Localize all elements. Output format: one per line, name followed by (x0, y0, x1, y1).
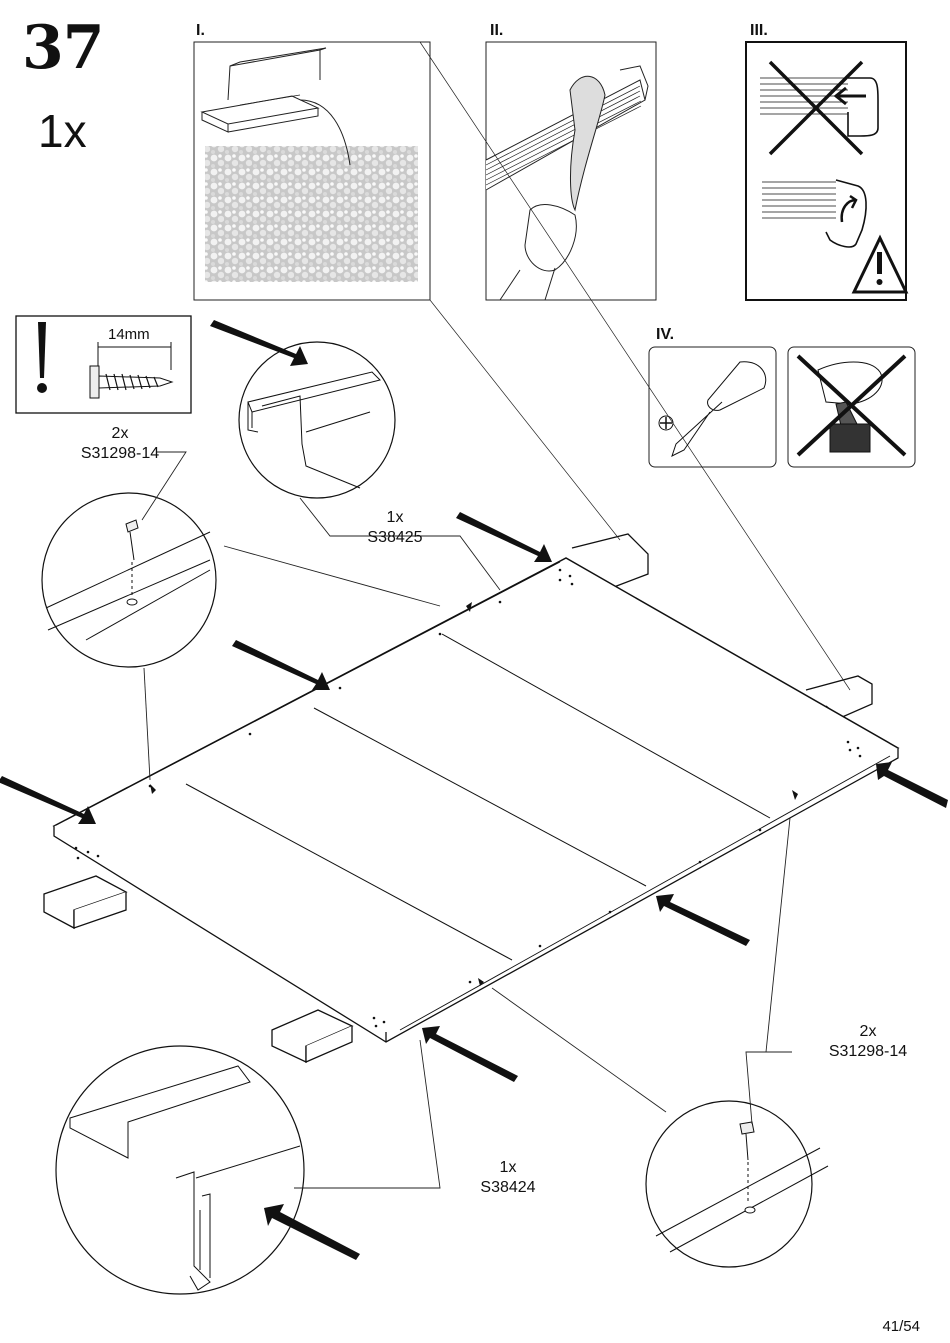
panel-iv-tools (648, 346, 916, 468)
callout-bottom: 1x S38424 (458, 1158, 558, 1198)
screwdriver-icon (658, 361, 767, 457)
step-number: 37 (22, 13, 104, 83)
power-drill-icon (796, 354, 907, 457)
callout-bottom-part: S38424 (480, 1179, 536, 1196)
leader-lines (141, 41, 851, 1189)
page-number: 41/54 (882, 1318, 920, 1335)
callout-right-part: S31298-14 (828, 1043, 908, 1060)
bed-board (43, 533, 900, 1064)
callout-bottom-qty: 1x (499, 1159, 517, 1176)
callout-center-part: S38425 (367, 529, 423, 546)
detail-top-screw (41, 492, 217, 668)
callout-center-qty: 1x (386, 509, 404, 526)
step-quantity: 1x (38, 105, 87, 157)
panel-ii-peel-film (485, 41, 657, 301)
callout-center: 1x S38425 (340, 508, 450, 548)
callout-right: 2x S31298-14 (808, 1022, 928, 1062)
callout-top-left-part: S31298-14 (80, 445, 160, 462)
detail-top-profile (238, 341, 396, 499)
panel-iii-cap-placement (745, 41, 909, 301)
screw-length-label: 14mm (108, 326, 150, 343)
arrow-icon (0, 320, 948, 1260)
detail-bottom-profile (55, 1045, 305, 1295)
panel-iii-label: III. (750, 22, 768, 39)
screw-icon (89, 365, 174, 399)
panel-iv-label: IV. (656, 326, 675, 343)
panel-i-packaging (193, 41, 431, 301)
callout-right-qty: 2x (859, 1023, 877, 1040)
panel-ii-label: II. (490, 22, 504, 39)
detail-bottom-screw (645, 1100, 829, 1268)
callout-top-left: 2x S31298-14 (60, 424, 180, 464)
panel-i-label: I. (196, 22, 205, 39)
warning-icon (876, 252, 883, 285)
screw-note (15, 315, 192, 414)
callout-top-left-qty: 2x (111, 425, 129, 442)
